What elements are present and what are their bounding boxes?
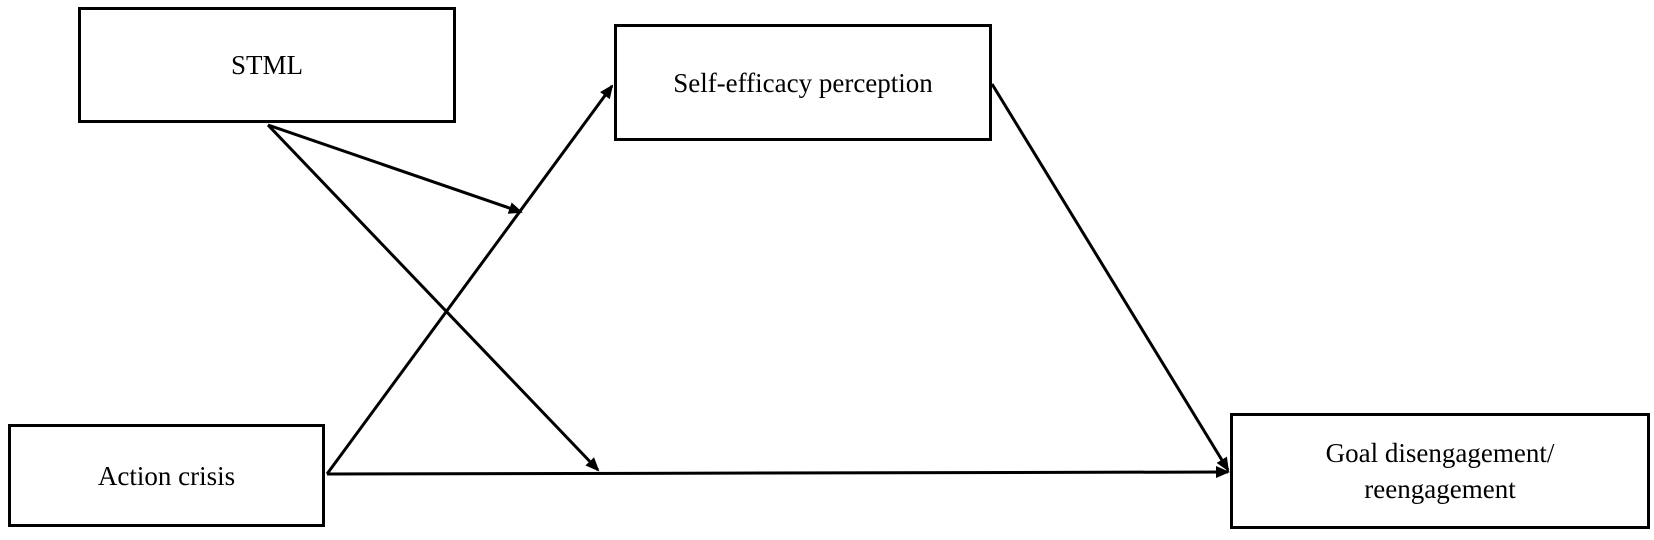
node-self-efficacy-label: Self-efficacy perception [673,67,933,98]
arrow-action-crisis-to-goal [326,466,1230,479]
arrow-stml-moderates-a-path [267,123,523,214]
node-goal-label: Goal disengagement/ reengagement [1325,438,1555,504]
node-goal-disengagement-reengagement: Goal disengagement/ reengagement [1230,413,1650,529]
node-action-crisis: Action crisis [8,424,325,527]
arrow-self-efficacy-to-goal [990,83,1230,472]
node-self-efficacy-perception: Self-efficacy perception [614,24,992,141]
node-stml: STML [78,7,456,123]
arrow-stml-moderates-c-path [266,123,600,472]
node-action-crisis-label: Action crisis [97,460,236,491]
arrow-action-crisis-to-self-efficacy [325,84,614,475]
node-stml-label: STML [230,50,303,80]
